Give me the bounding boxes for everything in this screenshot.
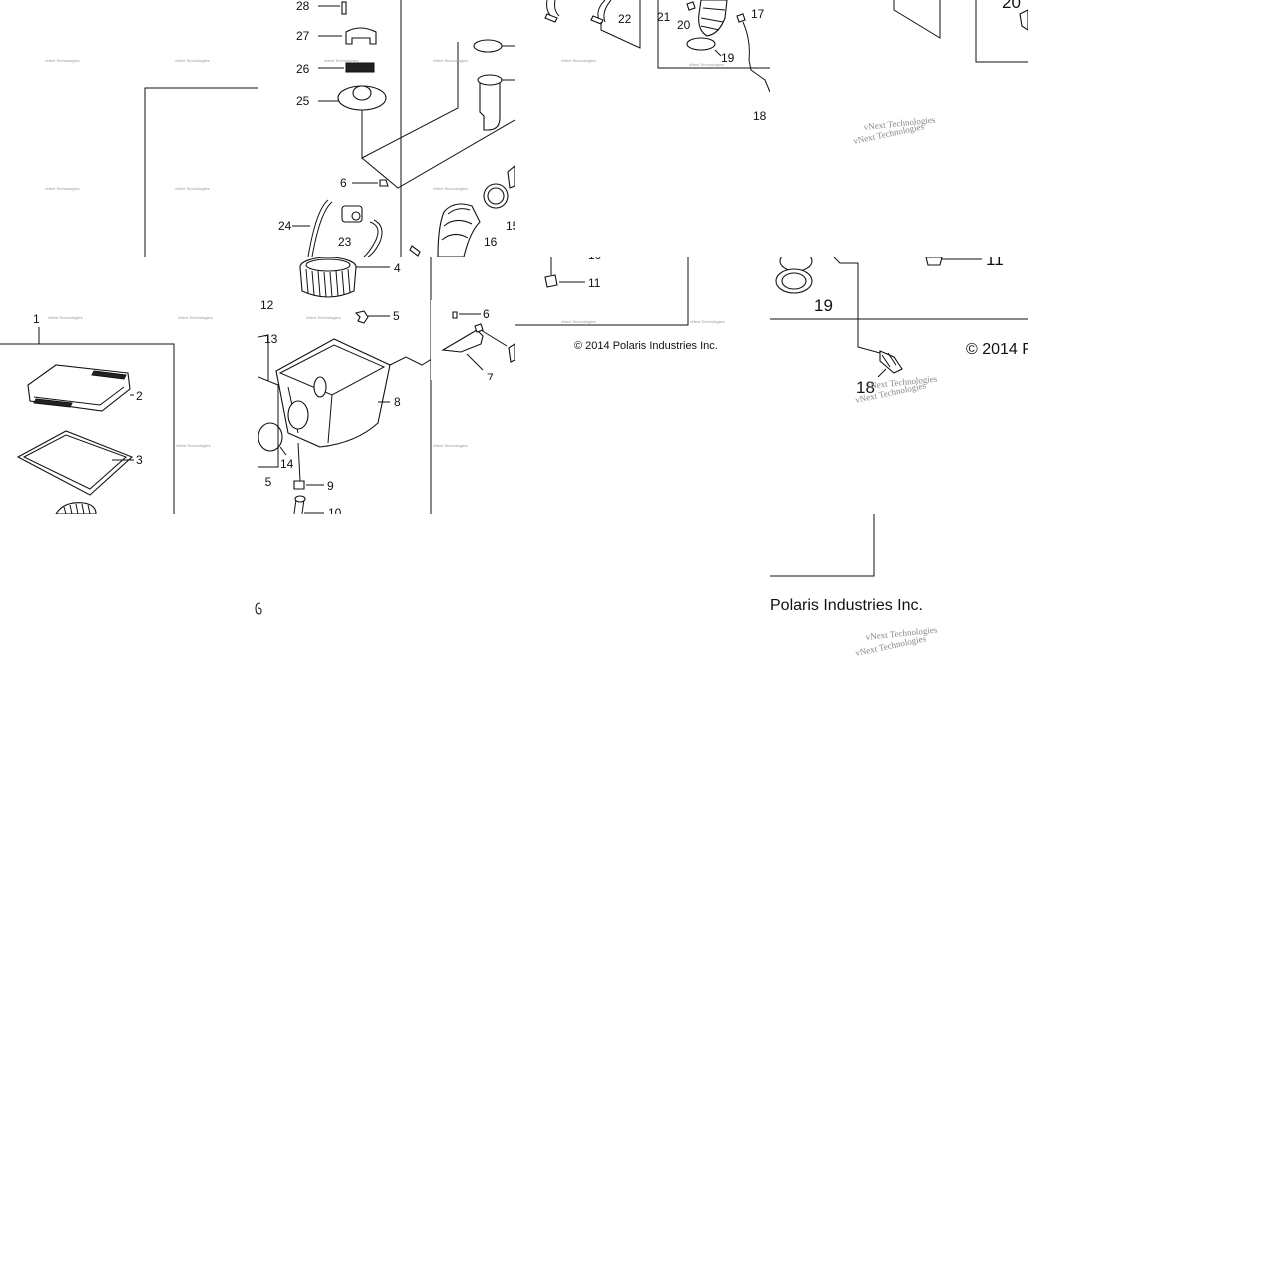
fitting-part <box>925 257 943 266</box>
fitting-part <box>544 274 558 288</box>
drain-valve-part <box>293 480 305 490</box>
callout-11-zoom: 11 <box>986 257 1004 269</box>
tile-upper-right: 22 vNext Technologies 21 20 19 17 18 vNe… <box>515 0 772 257</box>
callout-28: 28 <box>296 0 310 13</box>
callout-6b: 6 <box>483 307 490 321</box>
callout-22: 22 <box>618 12 632 26</box>
text-fragment <box>254 600 262 616</box>
callout-19: 19 <box>721 51 735 65</box>
tile-lower-middle: 4 12 13 5 vNext Technologies vNext Techn… <box>258 257 515 514</box>
sensor-part <box>879 350 903 374</box>
clamp-part <box>258 422 283 452</box>
callout-27: 27 <box>296 29 310 43</box>
tile-lower-right: 10 11 vNext Technologies vNext Technolog… <box>515 257 772 514</box>
callout-9: 9 <box>327 479 334 493</box>
callout-10: 10 <box>328 506 342 514</box>
callout-15b: 15 <box>258 475 272 489</box>
callout-1: 1 <box>33 312 40 326</box>
watermark-text: vNext Technologies <box>175 58 210 63</box>
label-decal-part <box>345 62 375 73</box>
gasket-part <box>16 430 134 496</box>
callout-23: 23 <box>338 235 352 249</box>
elbow-hose-part <box>479 79 501 131</box>
callout-13: 13 <box>264 332 278 346</box>
callout-18-zoom: 18 <box>856 378 875 397</box>
callout-19-zoom: 19 <box>814 296 833 315</box>
clamp-part <box>473 39 503 53</box>
frame-line <box>600 0 641 49</box>
callout-21: 21 <box>657 10 671 24</box>
watermark-text: vNext Technologies <box>561 58 596 63</box>
tile-left-lower: vNext Technologies vNext Technologies vN… <box>0 257 258 514</box>
watermark-text: vNext Technologies <box>561 319 596 324</box>
watermark-text: vNext Technologies <box>433 58 468 63</box>
watermark-text: vNext Technologies <box>306 315 341 320</box>
callout-10b: 10 <box>588 257 602 262</box>
bolt-part <box>452 311 458 319</box>
callout-24: 24 <box>278 219 292 233</box>
tile-right-middle: 11 19 © 2014 P 18 vNext Technologies vNe… <box>770 257 1028 514</box>
mount-bracket-part <box>441 329 484 353</box>
watermark-text: vNext Technologies <box>45 58 80 63</box>
watermark-text: vNext Technologies <box>45 186 80 191</box>
frame-line <box>144 87 258 257</box>
callout-5: 5 <box>393 309 400 323</box>
callout-15: 15 <box>506 219 515 233</box>
callout-2: 2 <box>136 389 143 403</box>
fastener-part <box>379 179 389 187</box>
callout-17: 17 <box>751 7 765 21</box>
callout-20: 20 <box>677 18 691 32</box>
watermark-text: vNext Technologies <box>433 443 468 448</box>
bracket-clip-part <box>354 310 369 324</box>
frame-line <box>515 257 689 326</box>
callout-20-zoom: 20 <box>1002 0 1021 12</box>
watermark-text: vNext Technologies <box>689 62 724 67</box>
callout-16: 16 <box>484 235 498 249</box>
callout-8: 8 <box>394 395 401 409</box>
watermark-text: vNext Technologies <box>324 58 359 63</box>
hose-part <box>307 199 329 257</box>
cover-part <box>345 27 377 45</box>
tile-bracket: 6 7 vNext Technologies <box>431 300 515 380</box>
callout-11: 11 <box>588 276 601 290</box>
callout-12: 12 <box>260 298 274 312</box>
watermark-text: vNext Technologies <box>176 443 211 448</box>
airbox-part <box>275 338 391 448</box>
watermark-text: vNext Technologies <box>175 186 210 191</box>
screw-part <box>341 1 347 15</box>
filter-element-part <box>55 502 97 514</box>
tile-right-upper: 20 vNext Technologies vNext Technologies <box>770 0 1028 257</box>
callout-7: 7 <box>487 371 494 380</box>
callout-6: 6 <box>340 176 347 190</box>
callout-3: 3 <box>136 453 143 467</box>
tile-right-lower: Polaris Industries Inc. vNext Technologi… <box>770 514 1028 674</box>
watermark-text: vNext Technologies <box>690 319 725 324</box>
callout-25: 25 <box>296 94 310 108</box>
copyright-notice: © 2014 Polaris Industries Inc. <box>574 340 718 352</box>
callout-26: 26 <box>296 62 310 76</box>
tile-upper-middle: 28 27 26 vNext Technologies 25 <box>258 0 515 257</box>
tile-left-upper: vNext Technologies vNext Technologies vN… <box>0 0 258 257</box>
watermark-text: vNext Technologies <box>48 315 83 320</box>
bellows-hose-part <box>437 203 481 257</box>
watermark-text: vNext Technologies <box>433 186 468 191</box>
callout-14: 14 <box>280 457 294 471</box>
frame-line <box>770 514 875 577</box>
callout-4: 4 <box>394 261 401 275</box>
copyright-notice-zoom: © 2014 P <box>966 341 1028 358</box>
copyright-notice-tail: Polaris Industries Inc. <box>770 597 923 614</box>
watermark-text: vNext Technologies <box>178 315 213 320</box>
callout-18: 18 <box>753 109 767 123</box>
clamp-part <box>686 37 716 51</box>
